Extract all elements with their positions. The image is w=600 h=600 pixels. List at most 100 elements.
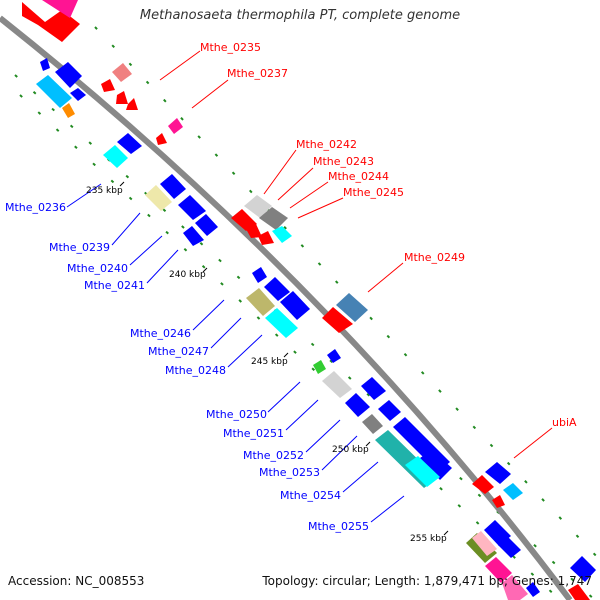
gene-arrow [272, 226, 292, 243]
ruler-label: 235 kbp [86, 186, 123, 196]
gene-label: Mthe_0242 [296, 138, 357, 151]
gene-arrow [112, 63, 132, 82]
ruler-labels: 235 kbp 240 kbp 245 kbp 250 kbp 255 kbp [86, 186, 447, 544]
gene-label: Mthe_0244 [328, 170, 389, 183]
gene-arrow [246, 288, 275, 316]
leader-line [146, 249, 179, 284]
gene-label: Mthe_0239 [49, 241, 110, 254]
leader-line [267, 381, 301, 413]
gene-label: Mthe_0250 [206, 408, 267, 421]
gene-label: Mthe_0245 [343, 186, 404, 199]
gene-arrow [252, 267, 267, 283]
leader-line [342, 461, 379, 493]
gene-arrow [168, 118, 183, 134]
gene-label: Mthe_0251 [223, 427, 284, 440]
leader-line [191, 79, 229, 109]
gene-arrow [405, 456, 440, 487]
gene-arrow [313, 360, 326, 374]
gene-arrow [258, 231, 274, 245]
leader-line [370, 495, 405, 523]
map-title: Methanosaeta thermophila PT, complete ge… [139, 8, 461, 23]
gene-arrow [327, 349, 341, 363]
reverse-gene-labels: Mthe_0235 Mthe_0237 Mthe_0242 Mthe_0243 … [200, 41, 577, 429]
gene-arrow [280, 291, 310, 320]
leader-line [367, 262, 404, 293]
gene-arrow [117, 133, 142, 154]
gene-arrow [246, 224, 262, 238]
gene-arrow [62, 103, 75, 118]
gene-arrow [420, 450, 452, 480]
ruler-label: 245 kbp [251, 357, 288, 367]
gene-arrow [116, 91, 128, 104]
leader-line [192, 299, 225, 331]
gene-label: Mthe_0241 [84, 279, 145, 292]
leader-line [513, 427, 553, 459]
gene-arrow [472, 475, 494, 494]
forward-gene-labels: Mthe_0236 Mthe_0239 Mthe_0240 Mthe_0241 … [5, 201, 369, 533]
gene-arrow [568, 584, 590, 600]
gene-arrow [156, 133, 167, 145]
leader-line [66, 183, 102, 208]
reverse-strand-genes [22, 0, 596, 600]
gene-arrow [265, 308, 298, 338]
ruler-ticks [119, 181, 449, 536]
gene-arrow [336, 293, 368, 322]
gene-arrow [70, 88, 86, 101]
ruler-tick [365, 441, 371, 447]
ruler-label: 240 kbp [169, 270, 206, 280]
gene-label: Mthe_0253 [259, 466, 320, 479]
guide-track-inner [19, 94, 561, 600]
gene-arrow [22, 2, 80, 42]
leader-lines [66, 50, 553, 523]
gene-label: Mthe_0255 [308, 520, 369, 533]
accession-text: Accession: NC_008553 [8, 574, 145, 588]
guide-tracks [14, 26, 600, 600]
gene-arrow [178, 195, 206, 220]
gene-label: Mthe_0235 [200, 41, 261, 54]
gene-arrow [101, 79, 115, 92]
leader-line [129, 235, 163, 266]
leader-line [210, 317, 242, 349]
gene-arrow [362, 414, 383, 434]
leader-line [289, 181, 329, 209]
gene-label: Mthe_0254 [280, 489, 341, 502]
gene-label: Mthe_0236 [5, 201, 66, 214]
gene-arrow [484, 520, 511, 546]
gene-label: Mthe_0249 [404, 251, 465, 264]
gene-arrow [322, 307, 353, 333]
gene-label: Mthe_0252 [243, 449, 304, 462]
gene-arrow [570, 556, 596, 582]
gene-label: Mthe_0246 [130, 327, 191, 340]
gene-arrow [195, 214, 218, 236]
gene-arrow [259, 207, 288, 230]
gene-arrow [55, 62, 82, 88]
gene-arrow [503, 483, 523, 500]
gene-arrow [526, 582, 540, 597]
gene-arrow [345, 393, 370, 417]
gene-arrow [472, 531, 497, 556]
gene-label: Mthe_0247 [148, 345, 209, 358]
genome-backbone [0, 15, 573, 600]
leader-line [159, 50, 201, 81]
gene-arrow [244, 195, 272, 218]
gene-arrow [361, 377, 386, 400]
gene-label: Mthe_0248 [165, 364, 226, 377]
gene-arrow [231, 209, 257, 231]
forward-strand-genes [36, 58, 540, 600]
backbone-line [0, 15, 573, 600]
leader-line [227, 334, 263, 368]
gene-label: Mthe_0237 [227, 67, 288, 80]
gene-arrow [126, 98, 138, 110]
leader-line [111, 212, 141, 246]
guide-track-outer [94, 26, 600, 561]
leader-line [285, 399, 319, 431]
leader-line [321, 435, 358, 471]
gene-arrow [36, 75, 72, 108]
ruler-label: 250 kbp [332, 445, 369, 455]
leader-line [297, 197, 344, 219]
gene-arrow [42, 0, 78, 18]
gene-arrow [103, 145, 128, 168]
gene-arrow [498, 537, 521, 558]
